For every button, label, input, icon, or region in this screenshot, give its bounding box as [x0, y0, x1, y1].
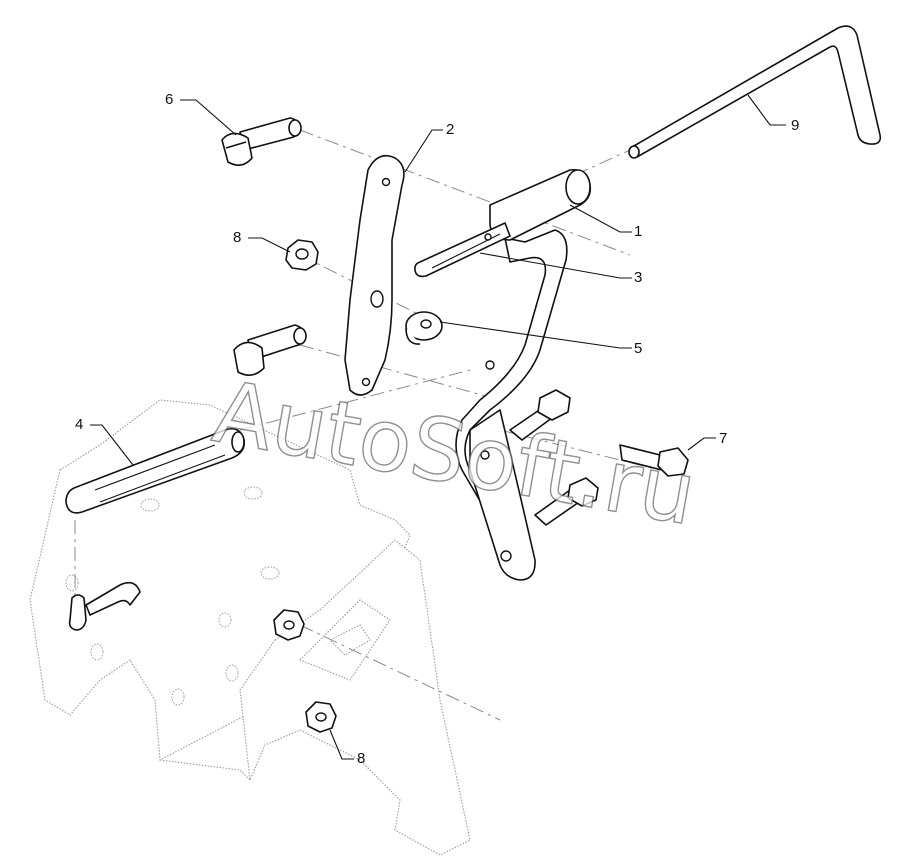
callout-3: 3	[634, 269, 642, 286]
part-3-slotted-pin	[414, 222, 511, 278]
part-8-nut-lower	[273, 609, 337, 733]
part-9-l-pin	[628, 25, 882, 159]
callout-labels: 6 2 9 1 3 5 8 4 7 8	[75, 91, 799, 767]
lower-clip	[68, 581, 141, 631]
part-5-washer	[405, 311, 443, 345]
callout-6: 6	[165, 91, 173, 108]
callout-5: 5	[634, 340, 642, 357]
part-8-nut-upper	[285, 239, 319, 271]
part-1-pedal-arm	[455, 168, 592, 581]
callout-1: 1	[634, 223, 642, 240]
part-7-screws	[509, 389, 689, 526]
callout-9: 9	[791, 117, 799, 134]
leader-lines	[90, 94, 786, 760]
callout-8-upper: 8	[233, 229, 241, 246]
callout-4: 4	[75, 416, 83, 433]
callout-2: 2	[446, 121, 454, 138]
callout-8-lower: 8	[357, 750, 365, 767]
part-6-clevis-pin	[221, 117, 302, 166]
clevis-pin-middle	[233, 324, 307, 376]
part-2-link-plate	[344, 154, 405, 396]
part-4-clevis-rod	[65, 427, 246, 514]
callout-7: 7	[719, 430, 727, 447]
